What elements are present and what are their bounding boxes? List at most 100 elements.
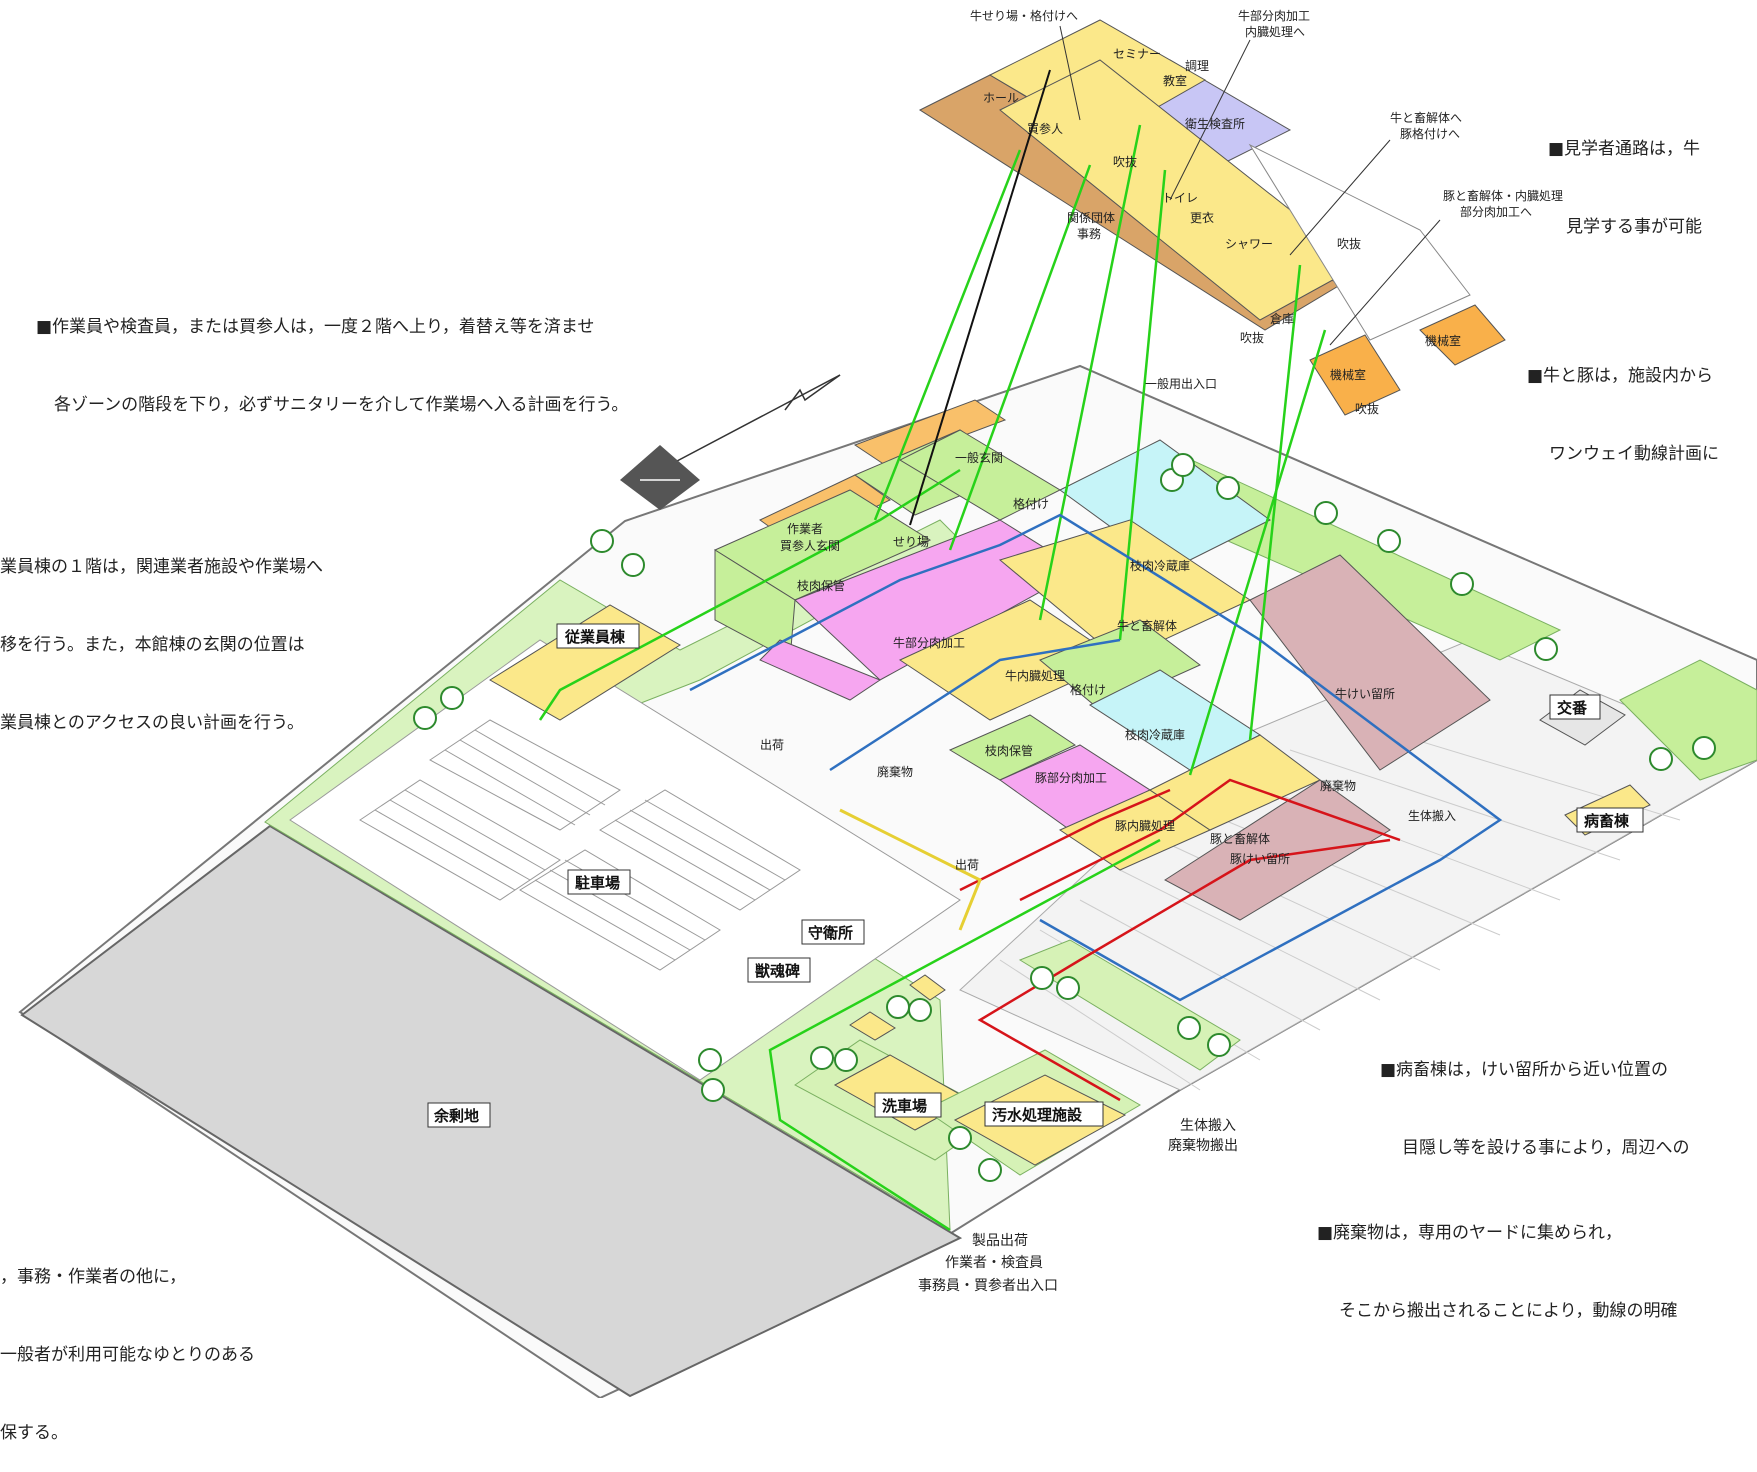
waste-flow-line [839,808,982,931]
red-flow-lines [959,778,1401,1102]
room-hall: ホール [983,91,1019,105]
label-general-lobby: 一般玄関 [955,450,1003,465]
label-surplus: 余剰地 [433,1107,479,1125]
upper-floor [918,19,1506,416]
note-sick-barn: ■病畜棟は，けい留所から近い位置の 目隠し等を設ける事により，周辺への [1380,1005,1689,1187]
room-org-2: 事務 [1077,227,1101,241]
room-void-2: 吹抜 [1337,237,1361,251]
label-sewage: 汚水処理施設 [992,1106,1083,1124]
label-waste-2: 廃棄物 [1320,778,1356,793]
note-employee-line3: 業員棟とのアクセスの良い計画を行う。 [0,713,304,733]
cattle-lairage [1249,554,1491,771]
machine-room-1 [1419,304,1506,366]
label-memorial: 獣魂碑 [755,962,800,980]
callout-cattle-slaughter-2: 豚格付けへ [1400,126,1460,141]
label-parking: 駐車場 [575,874,620,892]
note-visitor-line1: ■見学者通路は，牛 [1548,139,1701,159]
label-police: 交番 [1557,699,1588,717]
label-worker-lobby-2: 買参人玄関 [780,538,840,553]
label-pig-offal: 豚内臓処理 [1115,819,1175,833]
note-oneway-line2: ワンウェイ動線計画に [1549,444,1719,464]
note-parking-line2: 一般者が利用可能なゆとりのある [0,1345,255,1365]
room-machine-1: 機械室 [1425,333,1461,348]
label-carcass-cold-2: 枝肉冷蔵庫 [1125,727,1185,742]
label-carcass-storage-2: 枝肉保管 [985,743,1033,758]
room-buyers: 買参人 [1027,121,1063,136]
label-auction: せり場 [893,535,929,549]
note-waste: ■廃棄物は，専用のヤードに集められ， そこから搬出されることにより，動線の明確 [1317,1168,1677,1350]
surplus-land [20,824,963,1398]
upper-right-white [1248,143,1471,341]
label-worker-lobby-1: 作業者 [787,522,823,536]
label-public-entrance: 一般用出入口 [1145,376,1217,391]
room-void-3: 吹抜 [1240,331,1264,345]
label-cattle-slaughter: 牛と畜解体 [1117,618,1177,633]
note-waste-line2: そこから搬出されることにより，動線の明確 [1339,1301,1678,1321]
gate-main-3: 事務員・買参者出入口 [918,1277,1058,1294]
note-oneway-line1: ■牛と豚は，施設内から [1527,366,1714,386]
label-pig-slaughter: 豚と畜解体 [1210,831,1270,846]
label-waste-1: 廃棄物 [877,764,913,779]
note-visitor: ■見学者通路は，牛 見学する事が可能 [1548,84,1702,266]
label-carcass-cold-1: 枝肉冷蔵庫 [1130,558,1190,573]
boxed-labels: 従業員棟 駐車場 守衛所 獣魂碑 洗車場 汚水処理施設 余剰地 交番 病畜棟 [427,623,1644,1128]
gate-livestock-1: 生体搬入 [1180,1118,1236,1134]
room-cooking: 調理 [1185,59,1209,73]
label-grading-2: 格付け [1070,682,1106,697]
note-sanitary-line2: 各ゾーンの階段を下り，必ずサニタリーを介して作業場へ入る計画を行う。 [54,395,629,415]
label-carcass-storage-1: 枝肉保管 [797,578,845,593]
tree-band-right [1619,659,1757,781]
memorial [849,1011,896,1041]
note-oneway: ■牛と豚は，施設内から ワンウェイ動線計画に [1527,311,1719,493]
room-toilet: トイレ [1162,191,1198,205]
tree-icons [413,453,1716,1182]
label-shipping-2: 出荷 [955,858,979,872]
carcass-storage-2 [948,714,1077,781]
gate-livestock-2: 廃棄物搬出 [1168,1137,1238,1154]
callout-pig-2: 部分肉加工へ [1460,204,1532,219]
room-changing: 更衣 [1190,210,1214,225]
callout-cattle-cut-1: 牛部分肉加工 [1238,8,1310,23]
blue-flow-lines [689,513,1503,1002]
parking-stalls [359,719,801,971]
label-sick-barn: 病畜棟 [1584,812,1630,830]
label-employee-bldg: 従業員棟 [564,628,626,646]
label-grading-1: 格付け [1013,496,1049,511]
cattle-cut-left [759,639,882,701]
label-pig-lairage: 豚けい留所 [1230,852,1290,866]
note-waste-line1: ■廃棄物は，専用のヤードに集められ， [1317,1223,1623,1243]
callout-pig-1: 豚と畜解体・内臓処理 [1443,188,1563,203]
note-employee-line2: 移を行う。また，本館棟の玄関の位置は [0,635,305,655]
note-sanitary: ■作業員や検査員，または買参人は，一度２階へ上り，着替え等を済ませ 各ゾーンの階… [36,262,628,444]
label-livestock-in: 生体搬入 [1408,808,1456,823]
note-parking-line1: ，事務・作業者の他に， [0,1267,187,1287]
note-visitor-line2: 見学する事が可能 [1566,217,1702,237]
guard-house [909,974,946,1001]
room-hygiene: 衛生検査所 [1185,117,1245,131]
site-diagram: 牛せり場・格付けへ 牛部分肉加工 内臓処理へ 牛と畜解体へ 豚格付けへ 豚と畜解… [18,8,1757,1398]
machine-room-2 [1309,334,1401,416]
room-machine-2: 機械室 [1330,367,1366,382]
green-flow-lines [538,124,1327,1232]
note-sick-barn-line2: 目隠し等を設ける事により，周辺への [1402,1138,1690,1158]
grading-zone-2 [1039,619,1201,711]
label-pig-cut: 豚部分肉加工 [1035,770,1107,785]
label-cattle-lairage: 牛けい留所 [1335,686,1395,701]
room-void-1: 吹抜 [1113,155,1137,169]
public-access-line [909,69,1051,526]
room-storage: 倉庫 [1270,311,1294,326]
gate-main-1: 製品出荷 [972,1233,1028,1249]
room-shower: シャワー [1225,237,1273,251]
room-void-4: 吹抜 [1355,402,1379,416]
room-org-1: 関係団体 [1067,211,1115,225]
note-employee-line1: 業員棟の１階は，関連業者施設や作業場へ [0,557,323,577]
label-guard: 守衛所 [808,924,853,942]
compass-icon [620,374,841,510]
label-cattle-cut: 牛部分肉加工 [893,635,965,650]
callout-lines [1059,25,1441,346]
label-cattle-offal: 牛内臓処理 [1005,668,1065,683]
callout-cattle-auction: 牛せり場・格付けへ [970,8,1078,23]
note-parking: ，事務・作業者の他に， 一般者が利用可能なゆとりのある 保する。 [0,1212,255,1472]
note-sanitary-line1: ■作業員や検査員，または買参人は，一度２階へ上り，着替え等を済ませ [36,317,595,337]
note-parking-line3: 保する。 [0,1423,68,1443]
